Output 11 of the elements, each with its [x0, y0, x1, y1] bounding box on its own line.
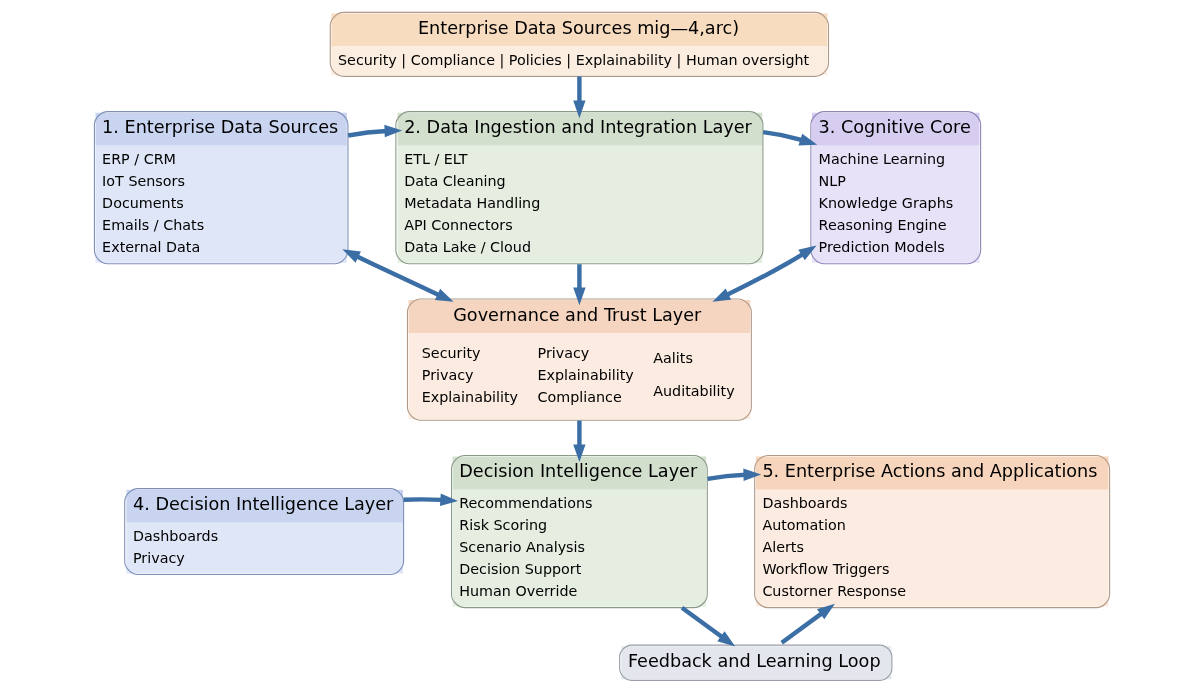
- arrow: [403, 493, 458, 506]
- arrow: [572, 264, 586, 306]
- arrow: [572, 420, 586, 463]
- arrow: [572, 76, 586, 119]
- arrow: [706, 468, 761, 481]
- arrow: [711, 245, 817, 302]
- arrow: [762, 129, 817, 146]
- arrow: [341, 249, 454, 302]
- arrow: [347, 124, 402, 138]
- arrow: [779, 603, 835, 645]
- arrow: [680, 605, 735, 647]
